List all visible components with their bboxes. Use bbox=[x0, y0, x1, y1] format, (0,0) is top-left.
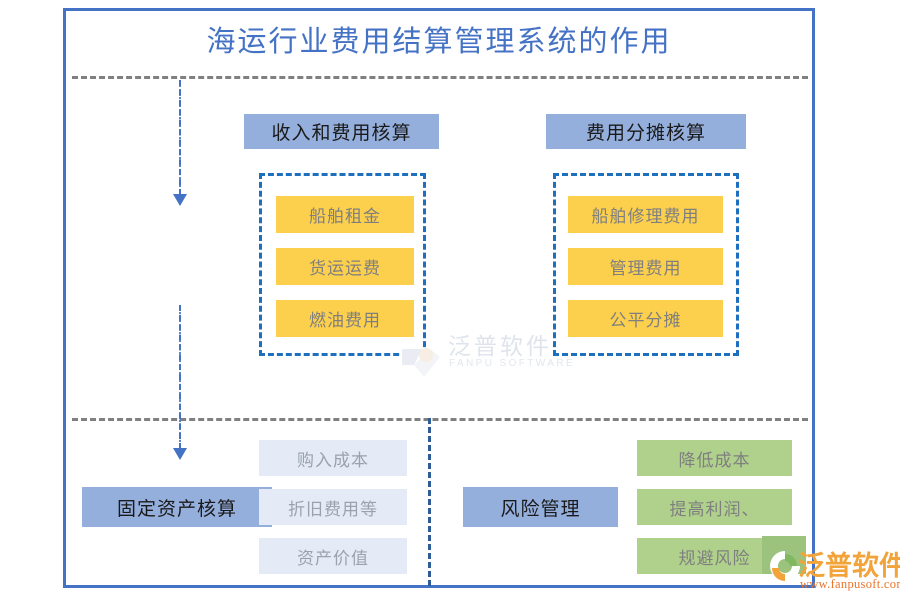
brand-logo: 泛普软件 www.fanpusoft.com bbox=[760, 536, 900, 598]
chip-asset-value[interactable]: 资产价值 bbox=[259, 538, 407, 574]
group-allocation-items bbox=[553, 173, 739, 356]
header-fixed-asset-accounting[interactable]: 固定资产核算 bbox=[82, 487, 272, 527]
flow-arrow-top-stem bbox=[179, 80, 181, 195]
page-title: 海运行业费用结算管理系统的作用 bbox=[206, 26, 672, 58]
chip-fuel-cost[interactable]: 燃油费用 bbox=[276, 300, 414, 337]
flow-arrow-bottom-stem bbox=[179, 305, 181, 449]
logo-swirl-icon bbox=[770, 551, 800, 581]
group-income-items bbox=[259, 173, 426, 356]
diagram-outer-frame bbox=[63, 8, 815, 588]
chip-purchase-cost[interactable]: 购入成本 bbox=[259, 440, 407, 476]
chip-management-cost[interactable]: 管理费用 bbox=[568, 248, 723, 285]
horizontal-separator-bottom bbox=[72, 418, 808, 421]
chip-ship-rent[interactable]: 船舶租金 bbox=[276, 196, 414, 233]
flow-arrow-top-head-icon bbox=[173, 194, 187, 206]
header-risk-management[interactable]: 风险管理 bbox=[463, 487, 618, 527]
chip-depreciation-cost[interactable]: 折旧费用等 bbox=[259, 489, 407, 525]
chip-increase-profit[interactable]: 提高利润、 bbox=[637, 489, 792, 525]
logo-url-text: www.fanpusoft.com bbox=[800, 577, 900, 591]
chip-reduce-cost[interactable]: 降低成本 bbox=[637, 440, 792, 476]
header-income-cost-accounting[interactable]: 收入和费用核算 bbox=[244, 114, 439, 149]
chip-ship-repair-cost[interactable]: 船舶修理费用 bbox=[568, 196, 723, 233]
horizontal-separator-top bbox=[72, 76, 808, 79]
header-cost-allocation-accounting[interactable]: 费用分摊核算 bbox=[546, 114, 746, 149]
vertical-divider-lower bbox=[428, 418, 431, 586]
flow-arrow-top bbox=[173, 80, 187, 206]
flow-arrow-bottom-head-icon bbox=[173, 448, 187, 460]
chip-freight-charge[interactable]: 货运运费 bbox=[276, 248, 414, 285]
chip-fair-allocation[interactable]: 公平分摊 bbox=[568, 300, 723, 337]
logo-cn-text: 泛普软件 bbox=[798, 551, 900, 581]
flow-arrow-bottom bbox=[173, 305, 187, 460]
